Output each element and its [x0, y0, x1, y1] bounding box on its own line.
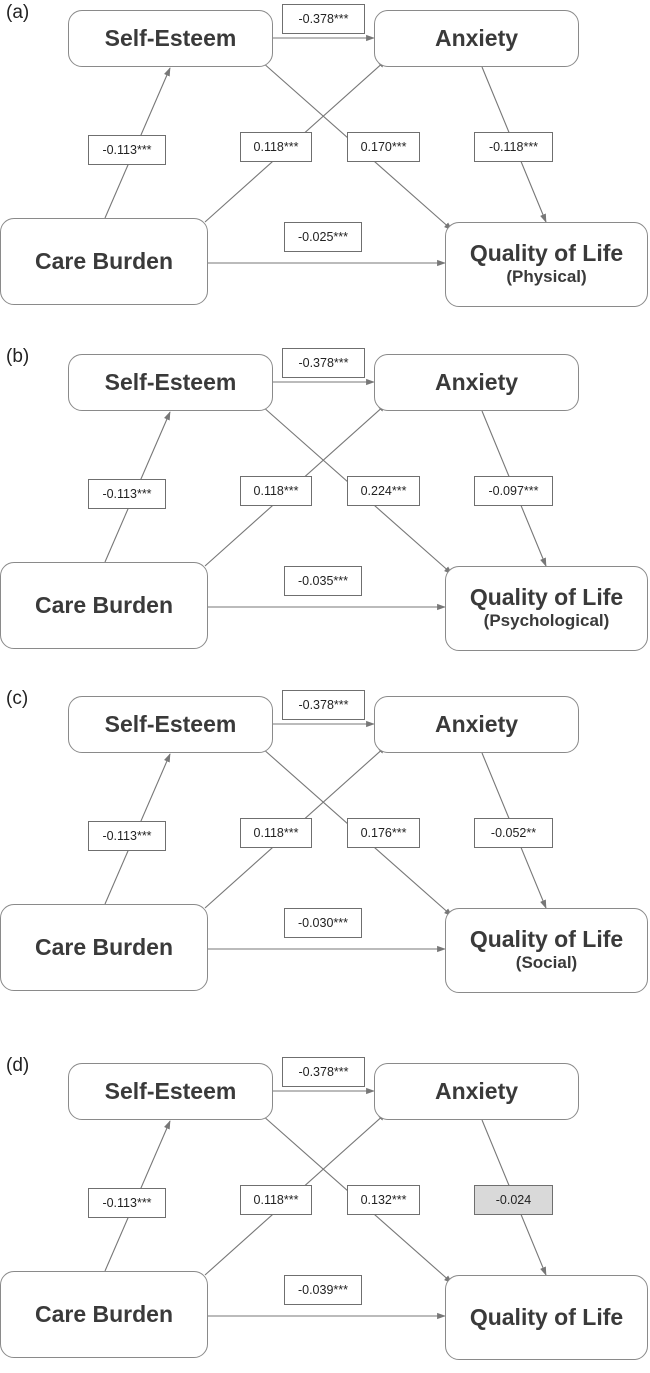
- node-self-esteem: Self-Esteem: [68, 354, 273, 411]
- coef-self-esteem-to-qol: 0.170***: [347, 132, 420, 162]
- coef-self-esteem-to-qol: 0.224***: [347, 476, 420, 506]
- coef-anxiety-to-qol: -0.118***: [474, 132, 553, 162]
- node-quality-of-life-label: Quality of Life: [469, 925, 624, 952]
- coef-care-burden-to-qol: -0.035***: [284, 566, 362, 596]
- coef-care-burden-to-self-esteem: -0.113***: [88, 479, 166, 509]
- node-care-burden-label: Care Burden: [34, 247, 174, 274]
- path-diagram-panel-1: (b) Self-Esteem Anxiety Care Burden Qual…: [0, 344, 650, 664]
- node-quality-of-life-label: Quality of Life: [469, 583, 624, 610]
- node-anxiety: Anxiety: [374, 10, 579, 67]
- panel-label: (c): [6, 688, 29, 709]
- coef-anxiety-to-qol: -0.097***: [474, 476, 553, 506]
- node-anxiety-label: Anxiety: [434, 24, 519, 51]
- node-self-esteem-label: Self-Esteem: [104, 710, 237, 737]
- node-care-burden-label: Care Burden: [34, 1300, 174, 1327]
- node-self-esteem-label: Self-Esteem: [104, 368, 237, 395]
- coef-care-burden-to-self-esteem: -0.113***: [88, 821, 166, 851]
- node-anxiety-label: Anxiety: [434, 710, 519, 737]
- node-care-burden-label: Care Burden: [34, 933, 174, 960]
- node-quality-of-life-subtitle: (Social): [515, 953, 578, 973]
- coef-self-esteem-to-anxiety: -0.378***: [282, 1057, 365, 1087]
- node-quality-of-life-subtitle: (Psychological): [483, 611, 610, 631]
- node-quality-of-life-label: Quality of Life: [469, 239, 624, 266]
- coef-care-burden-to-anxiety: 0.118***: [240, 1185, 312, 1215]
- node-quality-of-life-label: Quality of Life: [469, 1303, 624, 1330]
- node-self-esteem-label: Self-Esteem: [104, 1077, 237, 1104]
- node-quality-of-life: Quality of Life (Physical): [445, 222, 648, 307]
- node-care-burden: Care Burden: [0, 218, 208, 305]
- coef-self-esteem-to-qol: 0.176***: [347, 818, 420, 848]
- coef-self-esteem-to-anxiety: -0.378***: [282, 690, 365, 720]
- coef-care-burden-to-qol: -0.025***: [284, 222, 362, 252]
- coef-care-burden-to-anxiety: 0.118***: [240, 132, 312, 162]
- coef-anxiety-to-qol: -0.024: [474, 1185, 553, 1215]
- path-diagram-panel-3: (d) Self-Esteem Anxiety Care Burden Qual…: [0, 1053, 650, 1373]
- coef-care-burden-to-anxiety: 0.118***: [240, 476, 312, 506]
- coef-anxiety-to-qol: -0.052**: [474, 818, 553, 848]
- node-quality-of-life: Quality of Life (Social): [445, 908, 648, 993]
- path-diagram-panel-0: (a) Self-Esteem Anxiety Care Burden Qual…: [0, 0, 650, 320]
- coef-care-burden-to-qol: -0.039***: [284, 1275, 362, 1305]
- panel-label: (d): [6, 1055, 30, 1076]
- panel-label: (b): [6, 346, 30, 367]
- coef-care-burden-to-qol: -0.030***: [284, 908, 362, 938]
- node-quality-of-life: Quality of Life (Psychological): [445, 566, 648, 651]
- node-anxiety-label: Anxiety: [434, 1077, 519, 1104]
- node-anxiety: Anxiety: [374, 696, 579, 753]
- node-self-esteem: Self-Esteem: [68, 696, 273, 753]
- coef-care-burden-to-anxiety: 0.118***: [240, 818, 312, 848]
- node-anxiety: Anxiety: [374, 1063, 579, 1120]
- coef-self-esteem-to-qol: 0.132***: [347, 1185, 420, 1215]
- path-diagram-panel-2: (c) Self-Esteem Anxiety Care Burden Qual…: [0, 686, 650, 1006]
- node-anxiety: Anxiety: [374, 354, 579, 411]
- coef-care-burden-to-self-esteem: -0.113***: [88, 135, 166, 165]
- node-self-esteem: Self-Esteem: [68, 10, 273, 67]
- coef-care-burden-to-self-esteem: -0.113***: [88, 1188, 166, 1218]
- node-care-burden: Care Burden: [0, 1271, 208, 1358]
- panel-label: (a): [6, 2, 30, 23]
- node-self-esteem: Self-Esteem: [68, 1063, 273, 1120]
- node-care-burden: Care Burden: [0, 562, 208, 649]
- coef-self-esteem-to-anxiety: -0.378***: [282, 4, 365, 34]
- node-care-burden-label: Care Burden: [34, 591, 174, 618]
- node-anxiety-label: Anxiety: [434, 368, 519, 395]
- node-care-burden: Care Burden: [0, 904, 208, 991]
- node-quality-of-life: Quality of Life: [445, 1275, 648, 1360]
- node-self-esteem-label: Self-Esteem: [104, 24, 237, 51]
- node-quality-of-life-subtitle: (Physical): [506, 267, 587, 287]
- coef-self-esteem-to-anxiety: -0.378***: [282, 348, 365, 378]
